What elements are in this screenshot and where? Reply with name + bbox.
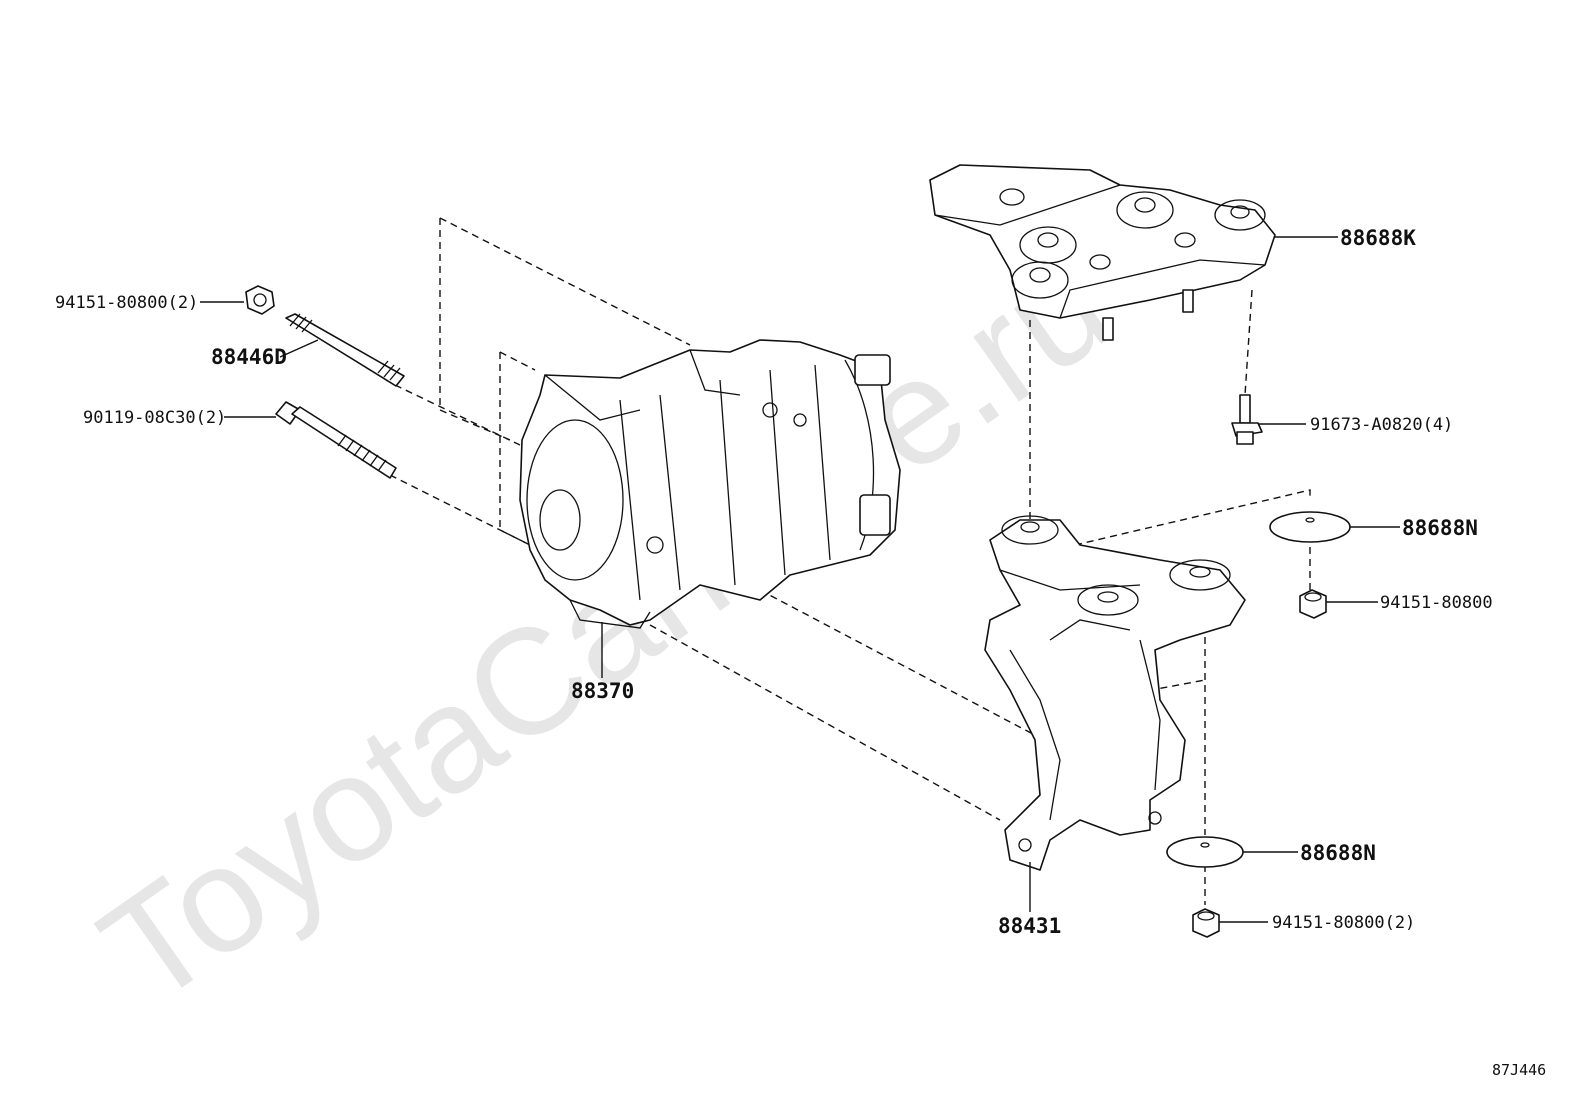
stud-88446D-part [285, 313, 405, 387]
bolt-91673-part [1231, 394, 1263, 445]
callout-bolt-90119: 90119-08C30(2) [83, 408, 226, 428]
callout-bolt-91673: 91673-A0820(4) [1310, 415, 1453, 435]
insulator-lower-part [1166, 836, 1244, 868]
callout-lower-bracket: 88431 [998, 914, 1061, 938]
nut-right-part [1299, 589, 1327, 619]
lower-bracket-part [984, 515, 1246, 871]
nut-top-left-part [245, 285, 275, 315]
callout-nut-bottom: 94151-80800(2) [1272, 913, 1415, 933]
callout-insulator-upper: 88688N [1402, 516, 1478, 540]
callout-labels: 94151-80800(2) 88446D 90119-08C30(2) 883… [55, 226, 1546, 1079]
callout-nut-right: 94151-80800 [1380, 593, 1493, 613]
callout-upper-bracket: 88688K [1340, 226, 1416, 250]
insulator-upper-part [1269, 511, 1351, 543]
watermark: ToyotaCarMine.ru [72, 220, 1138, 1037]
leader-lines [200, 236, 1400, 923]
bolt-90119-part [275, 401, 397, 479]
callout-compressor: 88370 [571, 679, 634, 703]
callout-stud-88446D: 88446D [211, 345, 287, 369]
nut-bottom-part [1192, 908, 1220, 938]
upper-bracket-part [929, 164, 1276, 341]
compressor-part [519, 339, 901, 629]
drawing-code: 87J446 [1492, 1061, 1546, 1079]
callout-nut-top-left: 94151-80800(2) [55, 293, 198, 313]
callout-insulator-lower: 88688N [1300, 841, 1376, 865]
